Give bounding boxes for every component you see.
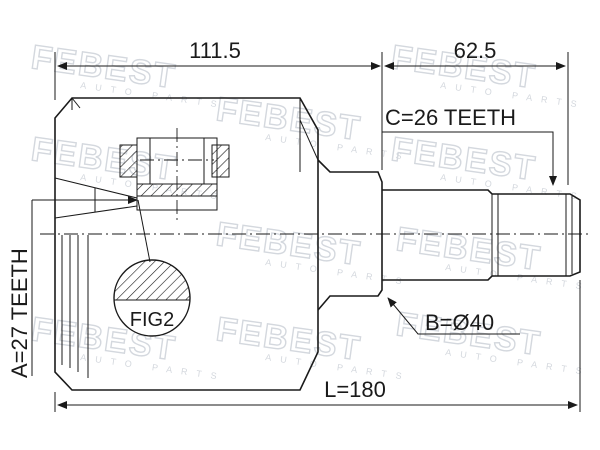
shaft xyxy=(317,159,581,311)
inner-teeth-callout xyxy=(31,196,138,376)
shaft-diameter-leader xyxy=(387,297,520,335)
shaft-diameter-label: B=Ø40 xyxy=(425,310,494,335)
tripod-section xyxy=(54,128,230,220)
inner-teeth-label: A=27 TEETH xyxy=(7,248,32,378)
inner-length-label: 111.5 xyxy=(189,38,241,63)
outer-teeth-leader xyxy=(382,131,557,186)
dimension-bottom xyxy=(54,280,581,412)
housing xyxy=(54,97,319,391)
dimension-top xyxy=(54,52,569,185)
watermark-group: FEBEST AUTO PARTS FEBEST AUTO PARTS FEBE… xyxy=(28,38,591,383)
shaft-length-label: 62.5 xyxy=(454,38,497,63)
outer-teeth-label: C=26 TEETH xyxy=(385,105,516,130)
figure-label: FIG2 xyxy=(130,309,174,331)
overall-length-label: L=180 xyxy=(324,377,386,402)
